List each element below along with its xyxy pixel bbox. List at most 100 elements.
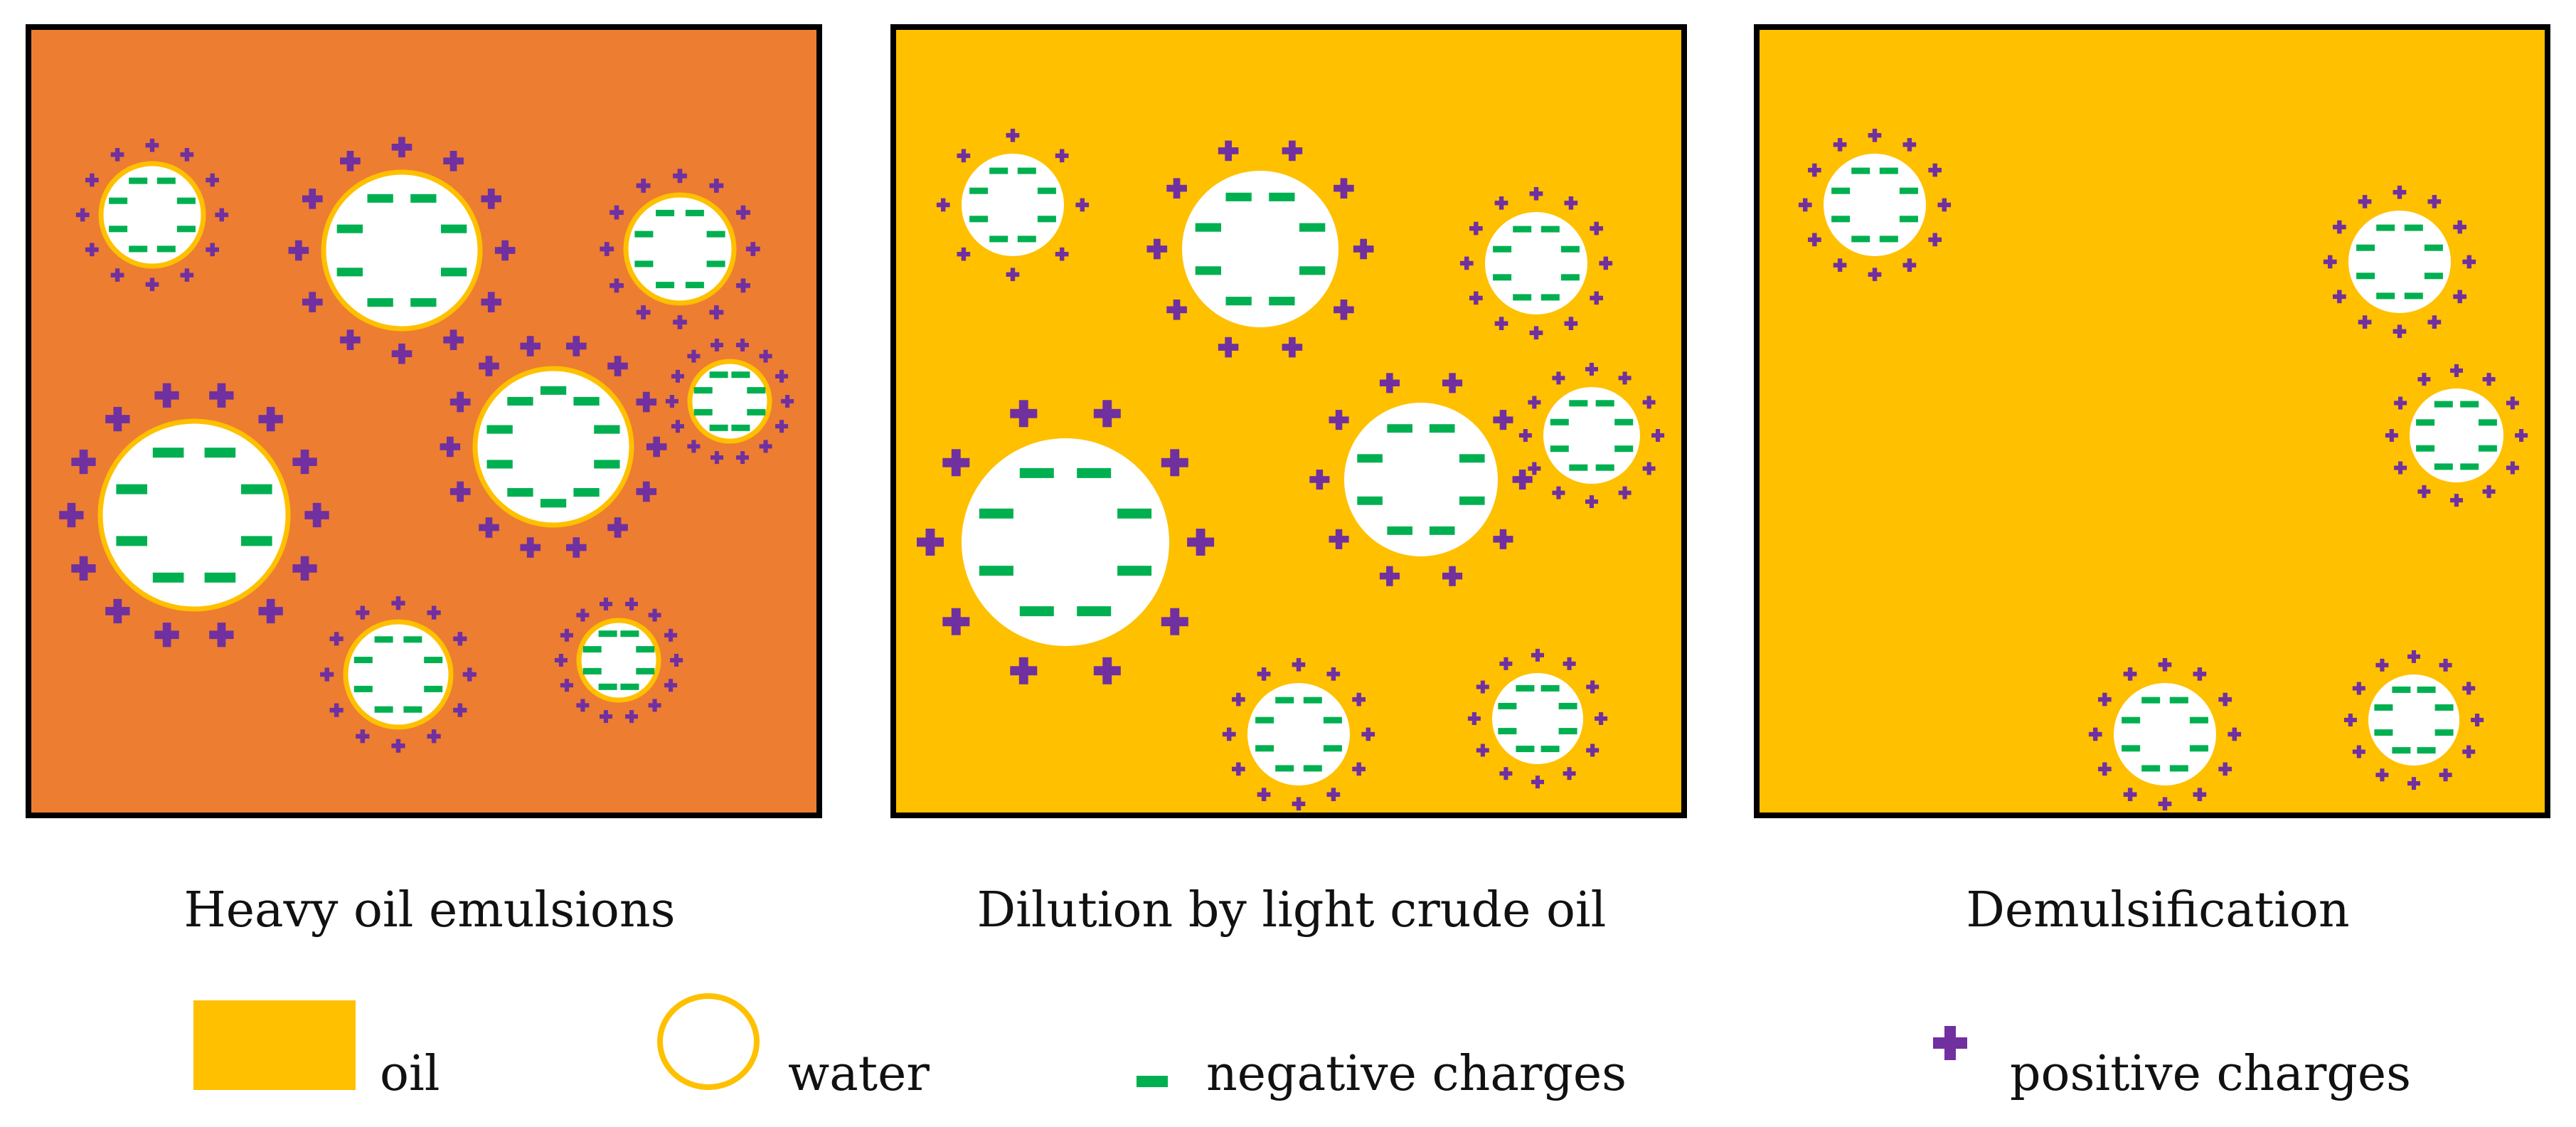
negative-charge-icon: [693, 387, 713, 394]
negative-charge-icon: [374, 706, 393, 713]
negative-charge-icon: [573, 488, 600, 497]
positive-charge-icon: [1329, 529, 1349, 549]
negative-charge-icon: [1255, 745, 1274, 752]
water-legend-icon: [657, 993, 760, 1090]
negative-charge-icon: [1516, 684, 1535, 692]
negative-charge-icon: [706, 231, 725, 238]
positive-charge-icon: [1531, 648, 1544, 662]
negative-charge-icon: [374, 636, 393, 643]
negative-charge-icon: [1513, 226, 1532, 233]
negative-charge-icon: [2460, 401, 2479, 408]
positive-charge-icon: [1868, 268, 1882, 282]
positive-charge-icon: [340, 151, 361, 171]
positive-charge-icon: [1499, 657, 1513, 670]
positive-charge-icon: [1564, 317, 1578, 330]
negative-charge-icon: [1831, 187, 1851, 194]
positive-charge-icon: [2158, 657, 2172, 672]
positive-charge-icon: [2343, 714, 2357, 726]
panel-dilution: [890, 24, 1687, 818]
positive-charge-icon: [1642, 462, 1656, 475]
positive-charge-icon: [2462, 255, 2476, 269]
negative-charge-icon: [582, 646, 602, 653]
negative-charge-icon: [441, 268, 467, 277]
panel-demulsification-droplets: [1798, 128, 2528, 811]
positive-charge-icon: [2453, 220, 2466, 234]
positive-charge-icon: [1476, 680, 1489, 694]
negative-charge-icon: [129, 177, 148, 184]
positive-charge-icon: [2439, 658, 2452, 672]
positive-charge-icon: [1379, 566, 1400, 586]
positive-charge-icon: [1937, 198, 1952, 212]
negative-charge-icon: [656, 209, 675, 216]
positive-charge-icon: [2407, 650, 2420, 663]
positive-charge-icon: [917, 529, 944, 556]
caption-demulsification: Demulsification: [1966, 882, 2349, 938]
negative-charge-icon: [2392, 747, 2411, 754]
positive-charge-icon: [1512, 470, 1533, 490]
water-droplet: [600, 169, 760, 329]
positive-charge-icon: [1010, 657, 1038, 684]
negative-charge-icon: [353, 685, 373, 692]
negative-charge-icon: [1558, 702, 1577, 709]
positive-charge-icon: [759, 349, 772, 363]
positive-charge-icon: [2193, 667, 2207, 681]
negative-charge-icon: [1429, 424, 1455, 433]
positive-charge-icon: [2439, 768, 2452, 782]
negative-charge-icon: [2460, 463, 2479, 470]
positive-charge-icon: [673, 314, 687, 329]
positive-charge-icon: [453, 632, 467, 646]
positive-charge-icon: [481, 292, 501, 312]
water-droplet-body: [472, 366, 634, 528]
positive-charge-icon: [1499, 767, 1513, 781]
negative-charge-icon: [367, 298, 393, 307]
positive-charge-icon: [2123, 667, 2137, 681]
positive-charge-icon: [154, 623, 179, 647]
water-droplet: [1309, 373, 1533, 586]
negative-charge-icon: [1560, 274, 1580, 281]
positive-charge-icon: [2228, 727, 2242, 741]
positive-charge-icon: [1798, 198, 1812, 212]
negative-charge-icon: [1117, 566, 1152, 576]
water-droplet-body: [962, 438, 1169, 646]
positive-charge-icon: [1161, 449, 1188, 477]
panel-heavy-oil-emulsions: [26, 24, 822, 818]
positive-charge-icon: [2482, 485, 2496, 498]
positive-charge-icon: [1292, 657, 1306, 672]
positive-charge-icon: [2417, 373, 2431, 386]
negative-charge-icon: [2424, 244, 2443, 251]
negative-charge-icon: [2376, 224, 2395, 231]
negative-charge-icon: [706, 260, 725, 268]
negative-charge-icon: [1037, 216, 1056, 223]
negative-charge-icon: [241, 484, 272, 494]
negative-charge-icon: [1569, 400, 1588, 407]
oil-legend-label: oil: [380, 1046, 440, 1102]
positive-charge-icon: [180, 268, 194, 282]
negative-charge-icon: [1275, 697, 1294, 704]
negative-charge-icon: [582, 667, 602, 674]
positive-charge-icon: [2482, 373, 2496, 386]
positive-charge-icon: [560, 679, 573, 692]
negative-charge-icon: [620, 630, 639, 637]
negative-charge-icon: [156, 245, 176, 253]
negative-charge-legend-icon: [1137, 1076, 1168, 1087]
negative-charge-icon: [410, 194, 437, 203]
positive-charge-icon: [1257, 667, 1271, 681]
positive-charge-icon: [1161, 608, 1188, 635]
positive-charge-icon: [1586, 744, 1600, 757]
negative-charge-icon: [1195, 266, 1221, 275]
water-droplet: [917, 400, 1215, 684]
positive-charge-icon: [1352, 692, 1366, 707]
positive-charge-icon: [648, 608, 661, 622]
negative-charge-icon: [1493, 274, 1512, 281]
positive-charge-icon: [1222, 727, 1236, 741]
positive-charge-icon: [1442, 373, 1463, 393]
positive-charge-icon: [1476, 744, 1489, 757]
positive-charge-icon: [775, 420, 789, 433]
caption-dilution: Dilution by light crude oil: [977, 882, 1607, 938]
negative-charge-icon: [1117, 508, 1152, 519]
negative-charge-icon: [1595, 464, 1614, 471]
positive-charge-icon: [673, 169, 687, 184]
negative-charge-icon: [2141, 765, 2161, 772]
negative-charge-icon: [1323, 745, 1342, 752]
negative-charge-icon: [1498, 728, 1517, 735]
